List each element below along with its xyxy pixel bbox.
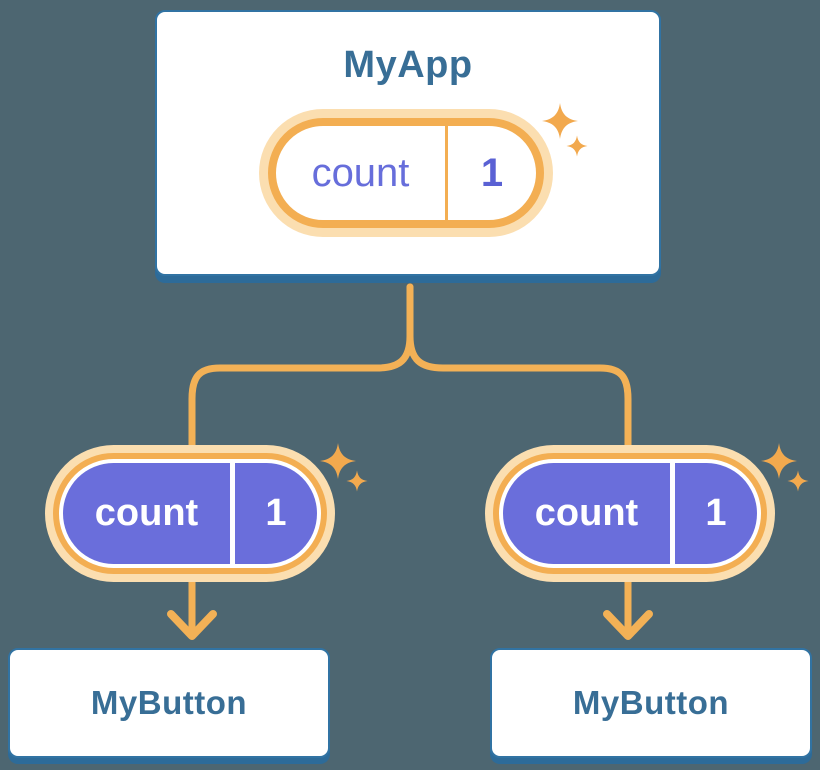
branch-right-line [406, 283, 632, 456]
component-card-myapp: MyApp count 1 [155, 10, 661, 276]
component-title: MyApp [343, 44, 473, 86]
prop-pill-value: 1 [670, 463, 757, 564]
prop-pill-ring: count 1 [493, 453, 767, 574]
prop-pill-label: count [94, 492, 199, 534]
sparkle-icon [761, 443, 797, 479]
prop-pill-right: count 1 [485, 445, 775, 582]
sparkle-icon [346, 470, 368, 492]
prop-pill-left: count 1 [45, 445, 335, 582]
prop-pill-body: count 1 [503, 463, 757, 564]
sparkle-icon [787, 470, 809, 492]
state-pill: count 1 [259, 109, 553, 237]
arrow-left-down-icon [167, 610, 217, 640]
prop-pill-label: count [534, 492, 639, 534]
state-pill-label: count [311, 150, 410, 195]
prop-pill-ring: count 1 [53, 453, 327, 574]
state-pill-value: 1 [445, 126, 536, 220]
sparkle-icon [320, 443, 356, 479]
arrow-right-down-icon [603, 610, 653, 640]
branch-left-line [188, 283, 414, 456]
prop-pill-value: 1 [230, 463, 317, 564]
component-card-mybutton-left: MyButton [8, 648, 330, 758]
component-title: MyButton [572, 684, 730, 721]
state-pill-body: count 1 [268, 118, 544, 228]
component-card-mybutton-right: MyButton [490, 648, 812, 758]
component-title: MyButton [90, 684, 248, 721]
prop-pill-body: count 1 [63, 463, 317, 564]
